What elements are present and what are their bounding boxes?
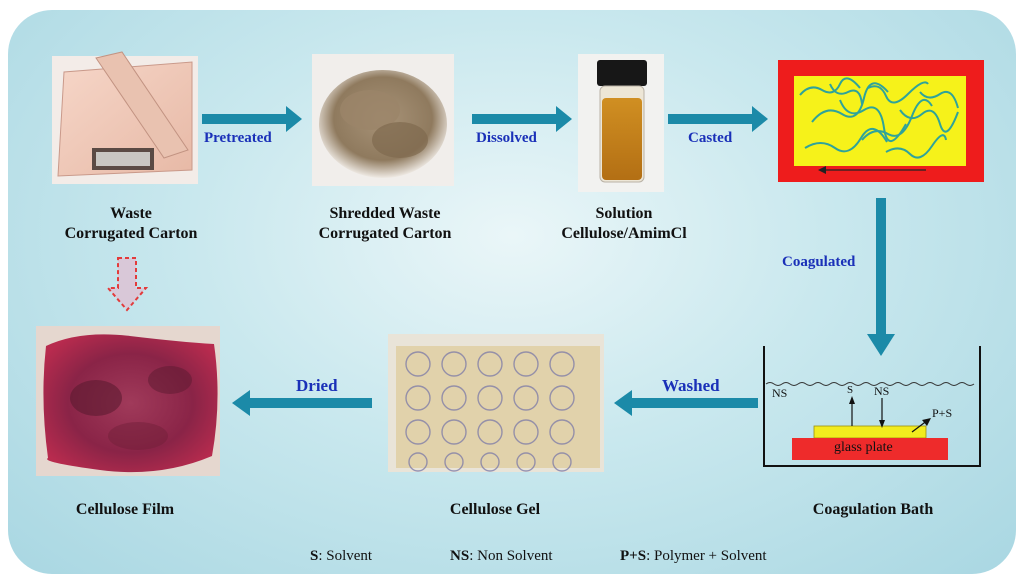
legend-s-value: : Solvent (318, 548, 373, 564)
arrow-dried (232, 390, 372, 416)
legend-ns-value: : Non Solvent (469, 548, 553, 564)
casted-film-image (778, 60, 984, 182)
cellulose-gel-image (388, 334, 604, 472)
legend-ps-value: : Polymer + Solvent (646, 548, 767, 564)
legend-ns-key: NS (450, 548, 470, 564)
arrow-washed (614, 390, 758, 416)
label-shredded-line2: Corrugated Carton (318, 225, 452, 242)
label-coagulation-bath: Coagulation Bath (812, 501, 934, 518)
glass-plate-label: glass plate (834, 440, 893, 455)
label-shredded-line1: Shredded Waste (329, 205, 441, 222)
step-washed: Washed (662, 376, 720, 395)
solution-vial-image (578, 54, 664, 192)
label-solution: Solution Cellulose/AmimCl (534, 204, 714, 244)
label-waste-carton: Waste Corrugated Carton (46, 204, 216, 244)
shredded-carton-image (312, 54, 454, 186)
step-casted: Casted (688, 130, 733, 146)
arrow-coagulated (867, 198, 895, 356)
legend-solvent: S: Solvent (310, 548, 372, 565)
legend-polymer-solvent: P+S: Polymer + Solvent (620, 548, 767, 565)
arrow-pretreated (202, 106, 302, 132)
arrow-dashed-down (105, 257, 149, 312)
legend-ps-key: P+S (620, 548, 647, 564)
label-cellulose-film: Cellulose Film (75, 501, 175, 518)
step-pretreated: Pretreated (204, 130, 272, 146)
bath-ns-left: NS (772, 386, 788, 400)
label-waste-line1: Waste (110, 205, 152, 222)
legend-s-key: S (310, 548, 319, 564)
legend-non-solvent: NS: Non Solvent (450, 548, 553, 565)
step-dried: Dried (296, 376, 338, 395)
glass-plate (792, 438, 948, 460)
label-cellulose-gel: Cellulose Gel (449, 501, 541, 518)
bath-ps: P+S (932, 406, 953, 420)
label-waste-line2: Corrugated Carton (64, 225, 198, 242)
step-coagulated: Coagulated (782, 254, 856, 270)
bath-ns: NS (874, 384, 890, 398)
polymer-layer (813, 425, 927, 439)
waste-carton-image (52, 51, 198, 184)
label-solution-line1: Solution (595, 205, 653, 222)
coagulation-bath (763, 346, 981, 467)
label-solution-line2: Cellulose/AmimCl (561, 225, 687, 242)
arrow-casted (668, 106, 768, 132)
step-dissolved: Dissolved (476, 130, 537, 146)
arrow-dissolved (472, 106, 572, 132)
bath-s: S (847, 384, 854, 396)
label-shredded-carton: Shredded Waste Corrugated Carton (296, 204, 474, 244)
cellulose-film-image (36, 326, 220, 476)
